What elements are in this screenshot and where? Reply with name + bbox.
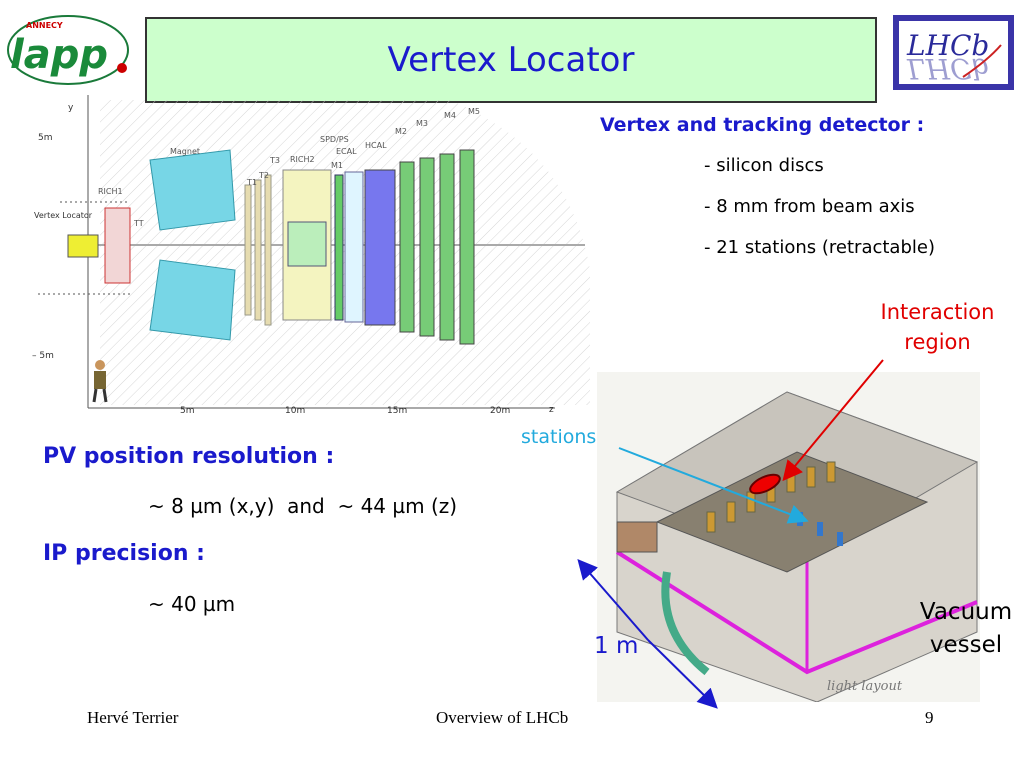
one-meter-label: 1 m: [594, 633, 639, 659]
label-t2: T2: [258, 171, 269, 180]
label-t3: T3: [269, 156, 280, 165]
label-m4: M4: [444, 111, 456, 120]
label-hcal: HCAL: [365, 141, 387, 150]
pv-resolution-value: ~ 8 µm (x,y) and ~ 44 µm (z): [148, 494, 458, 518]
lapp-text: lapp: [10, 32, 108, 78]
credit-light-layout: light layout: [827, 679, 903, 694]
interaction-region-line: region: [904, 330, 971, 354]
page-title: Vertex Locator: [387, 40, 635, 80]
lhcb-logo: LHCb LHCb: [893, 15, 1014, 90]
label-m3: M3: [416, 119, 428, 128]
pv-resolution-label: PV position resolution :: [43, 444, 335, 469]
footer-page-number: 9: [925, 708, 934, 727]
vacuum-vessel-label: Vacuum vessel: [908, 596, 1024, 662]
interaction-region-label: Interaction region: [860, 297, 1015, 357]
lapp-subtext: ANNECY: [26, 21, 63, 30]
z-tick: 10m: [285, 406, 305, 416]
lapp-logo: ANNECY lapp: [4, 8, 132, 88]
footer-author: Hervé Terrier: [87, 708, 179, 727]
label-spd-ps: SPD/PS: [320, 135, 349, 144]
label-rich1: RICH1: [98, 187, 123, 196]
z-tick: 20m: [490, 406, 510, 416]
title-box: Vertex Locator: [145, 17, 877, 103]
y-axis-label: y: [68, 103, 74, 113]
label-m2: M2: [395, 127, 407, 136]
vacuum-vessel-line: Vacuum: [919, 599, 1013, 625]
label-ecal: ECAL: [336, 147, 357, 156]
vacuum-vessel-line: vessel: [929, 632, 1003, 658]
y-tick: – 5m: [32, 351, 54, 361]
ip-precision-label: IP precision :: [43, 541, 205, 566]
label-vertex-locator: Vertex Locator: [34, 211, 93, 220]
y-tick: 5m: [38, 133, 53, 143]
footer-talk-title: Overview of LHCb: [436, 708, 569, 727]
label-rich2: RICH2: [290, 155, 315, 164]
stations-label: stations: [521, 426, 597, 448]
lhcb-text: LHCb: [906, 29, 989, 62]
z-tick: 15m: [387, 406, 407, 416]
vertex-tracking-item: - 21 stations (retractable): [704, 237, 935, 258]
z-axis-label: z: [549, 405, 554, 415]
lhcb-detector-side-view: y z 5m – 5m 5m 10m 15m 20m Vertex Locato…: [30, 90, 590, 420]
z-tick: 5m: [180, 406, 195, 416]
interaction-region-line: Interaction: [880, 300, 995, 324]
label-tt: TT: [133, 219, 144, 228]
ip-precision-value: ~ 40 µm: [148, 592, 236, 616]
vertex-tracking-item: - 8 mm from beam axis: [704, 196, 915, 217]
vertex-tracking-heading: Vertex and tracking detector :: [600, 114, 925, 136]
label-m1: M1: [331, 161, 343, 170]
label-magnet: Magnet: [170, 147, 200, 156]
vertex-tracking-item: - silicon discs: [704, 155, 824, 176]
label-m5: M5: [468, 107, 480, 116]
label-t1: T1: [246, 178, 257, 187]
person-scale-figure: [92, 360, 108, 403]
svg-text:LHCb: LHCb: [906, 52, 989, 85]
